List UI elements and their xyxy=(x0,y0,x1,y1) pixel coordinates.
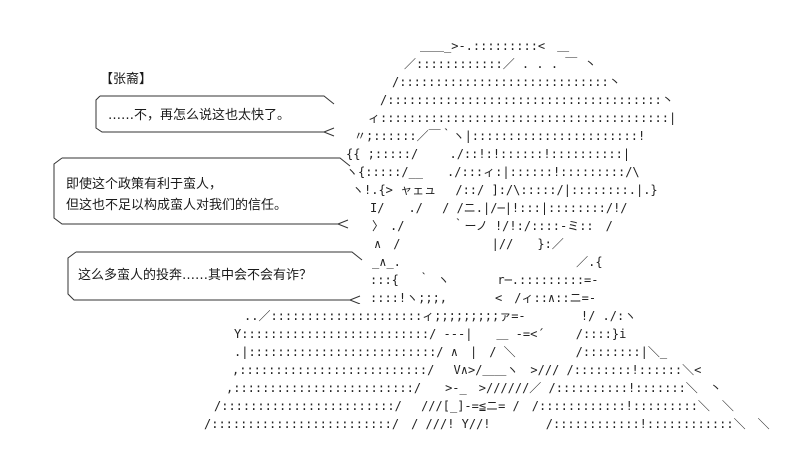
art-row: /::::::::::::::::::::::::/ ///[_]-=≦ニ= /… xyxy=(214,399,734,413)
bubble-frame xyxy=(95,95,335,137)
art-row: ::::!ヽ;;;, < /ィ::∧::ニ=- xyxy=(370,291,596,305)
bubble-line: 这么多蛮人的投奔……其中会不会有诈？ xyxy=(78,268,313,283)
art-row: ＿＿_>-.:::::::::< ＿ xyxy=(420,39,569,53)
art-row: ／::::::::::::／ . . . ￣ 丶 xyxy=(404,57,597,71)
art-row: ,::::::::::::::::::::::::::/ V∧>/＿＿ヽ >//… xyxy=(232,363,701,377)
art-row: 〃;::::::／￣｀ヽ|:::::::::::::::::::::::! xyxy=(354,127,645,143)
art-row: .|::::::::::::::::::::::::::/ ∧ | / ＼ /:… xyxy=(234,345,668,359)
art-row: ..／:::::::::::::::::::::ィ;;;;;;;;;ァ=- !/… xyxy=(244,309,636,323)
bubble-line: 但这也不足以构成蛮人对我们的信任。 xyxy=(66,198,288,213)
speaker-name: 【张裔】 xyxy=(100,72,153,87)
speech-bubble-2: 即使这个政策有利于蛮人， 但这也不足以构成蛮人对我们的信任。 xyxy=(44,150,358,230)
bubble-frame xyxy=(67,251,363,304)
art-row: ィ:::::::::::::::::::::::::::::::::::::::… xyxy=(368,111,676,125)
art-row: Y::::::::::::::::::::::::::/ ‐‐‐| ＿ -=<´… xyxy=(234,327,626,341)
art-row: ∧ / |// }:／ xyxy=(374,237,564,251)
art-row: :::{ ｀ ヽ r─.:::::::::=- xyxy=(370,271,599,287)
speech-bubble-3: 这么多蛮人的投奔……其中会不会有诈？ xyxy=(56,246,372,304)
art-row: /:::::::::::::::::::::::::::::丶 xyxy=(392,75,621,89)
art-row: 〉 ./ ｀ーノ !/!:/::::-ミ:: / xyxy=(372,217,613,233)
art-row: _∧_. ／.{ xyxy=(372,255,603,269)
art-row: /:::::::::::::::::::::::::/ / ///! Y//! … xyxy=(204,417,770,431)
art-row: ヽ!.{> ャェュ /::/ ]:/\:::::/|::::::::.|.} xyxy=(352,183,658,197)
art-row: /::::::::::::::::::::::::::::::::::::::丶 xyxy=(380,93,674,107)
art-row: {{ ;:::::/ ./::!:!::::::!::::::::::| xyxy=(346,147,630,161)
speech-bubble-1: ……不，再怎么说这也太快了。 xyxy=(88,92,350,138)
bubble-line: ……不，再怎么说这也太快了。 xyxy=(108,108,291,123)
bubble-line: 即使这个政策有利于蛮人， xyxy=(66,177,223,192)
bubble-frame xyxy=(53,157,351,229)
art-row: I/ ./ / /ニ.|/─|!:::|::::::::/!/ xyxy=(370,201,628,215)
art-row: ヽ{:::::/__ ./:::ィ:|::::::!:::::::::/\ xyxy=(346,165,640,179)
art-row: ,:::::::::::::::::::::::::/ >-_ >//////／… xyxy=(226,381,722,395)
